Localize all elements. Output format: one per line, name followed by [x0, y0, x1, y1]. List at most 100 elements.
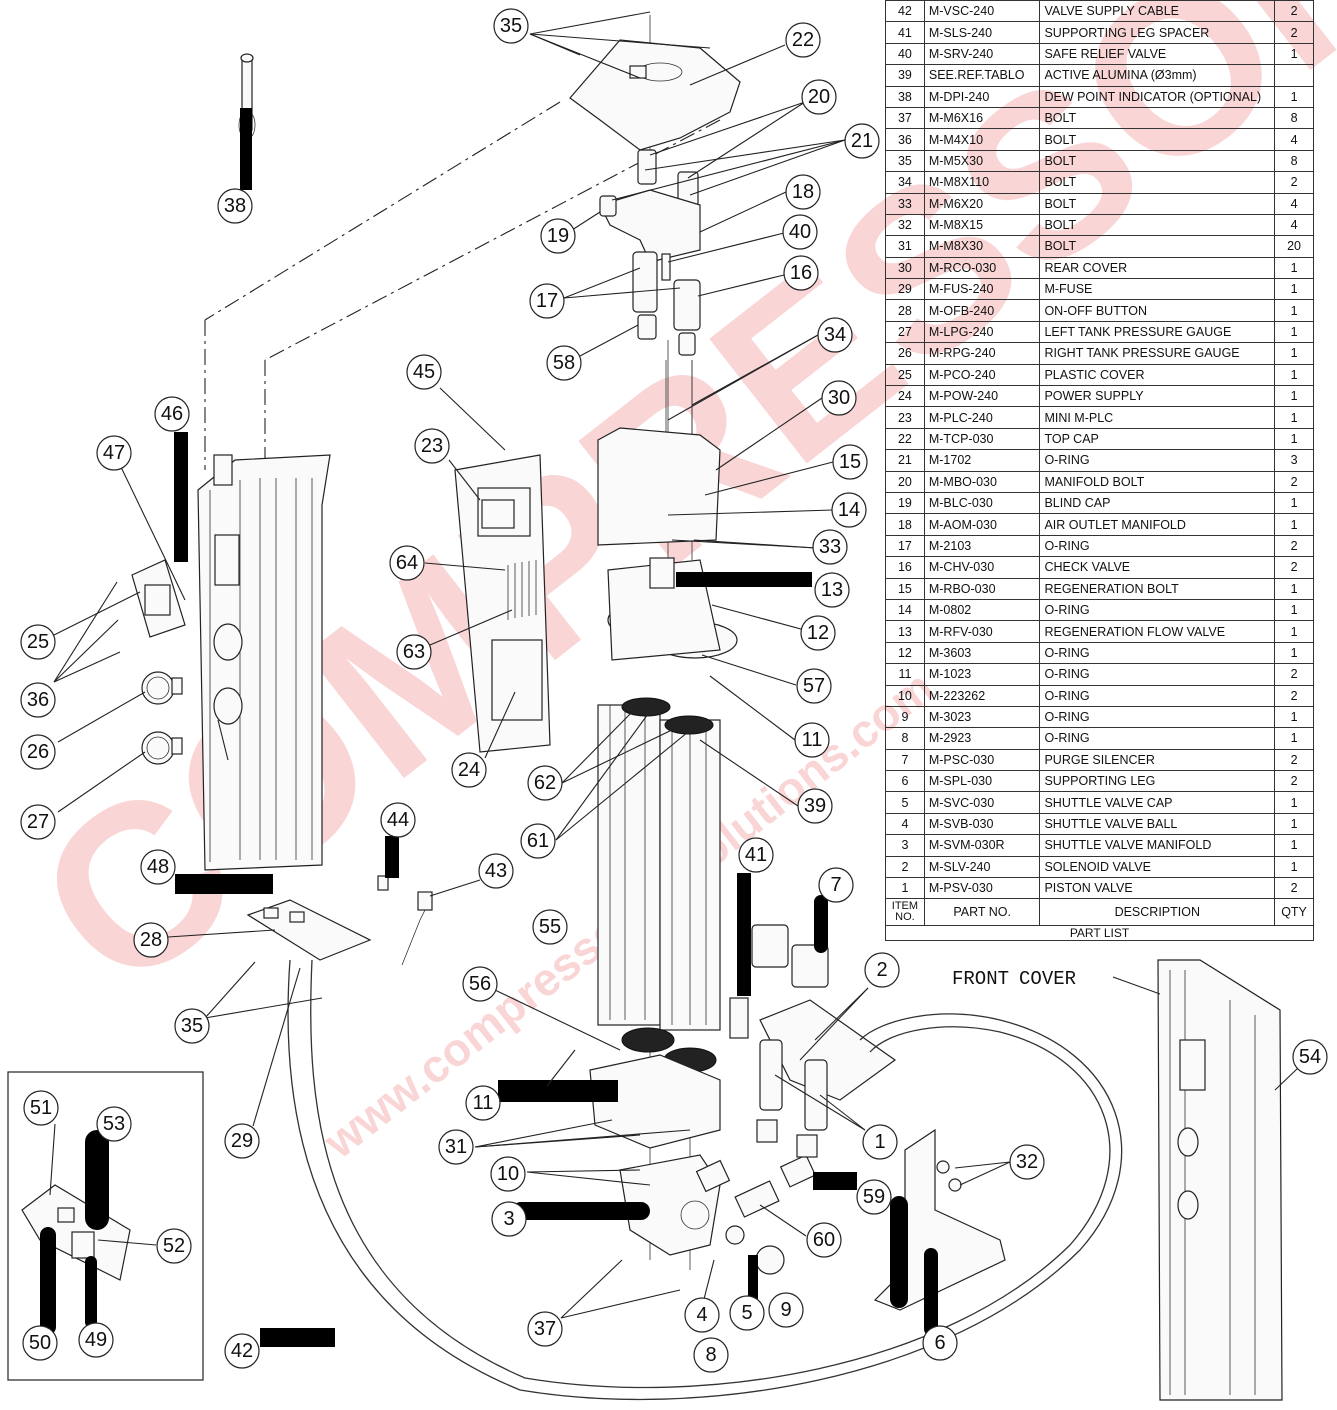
svg-text:55: 55 — [539, 916, 561, 938]
callout-8: 8 — [693, 1337, 729, 1373]
svg-text:46: 46 — [161, 403, 183, 425]
svg-text:18: 18 — [792, 181, 814, 203]
cell-description: O-RING — [1039, 449, 1276, 472]
svg-text:31: 31 — [445, 1136, 467, 1158]
cell-item-no: 33 — [885, 192, 925, 215]
cell-part-no: M-PCO-240 — [923, 363, 1041, 387]
cell-qty: 1 — [1274, 513, 1314, 536]
cell-part-no: M-RPG-240 — [923, 342, 1041, 365]
callout-43: 43 — [478, 853, 514, 889]
cell-part-no: M-RBO-030 — [923, 577, 1041, 600]
cell-item-no: 21 — [885, 449, 925, 472]
callout-62: 62 — [527, 765, 563, 801]
svg-text:59: 59 — [863, 1186, 885, 1208]
callout-34: 34 — [817, 317, 853, 353]
callout-17: 17 — [529, 283, 565, 319]
cell-part-no: M-DPI-240 — [923, 85, 1041, 108]
cell-description: SUPPORTING LEG SPACER — [1039, 21, 1276, 44]
svg-text:20: 20 — [808, 86, 830, 108]
callout-64: 64 — [389, 545, 425, 581]
svg-text:4: 4 — [696, 1304, 707, 1326]
callout-59: 59 — [856, 1179, 892, 1215]
callout-36: 36 — [20, 682, 56, 718]
svg-text:44: 44 — [387, 809, 409, 831]
cell-description: BOLT — [1039, 192, 1276, 215]
svg-text:42: 42 — [231, 1340, 253, 1362]
cell-qty: 1 — [1274, 705, 1314, 729]
svg-text:32: 32 — [1016, 1151, 1038, 1173]
svg-text:34: 34 — [824, 324, 846, 346]
callout-7: 7 — [818, 867, 854, 903]
callout-28: 28 — [133, 922, 169, 958]
callout-12: 12 — [800, 615, 836, 651]
svg-text:15: 15 — [839, 451, 861, 473]
cell-part-no: M-CHV-030 — [923, 556, 1041, 579]
cell-qty: 2 — [1274, 877, 1314, 900]
cell-description: BOLT — [1039, 128, 1276, 151]
callout-37: 37 — [527, 1311, 563, 1347]
svg-text:5: 5 — [741, 1302, 752, 1324]
cell-part-no: M-PSV-030 — [923, 877, 1041, 900]
cell-item-no: 3 — [885, 834, 925, 857]
callout-3: 3 — [491, 1201, 527, 1237]
cell-qty: 2 — [1274, 470, 1314, 493]
callout-47: 47 — [96, 435, 132, 471]
cell-item-no: 13 — [885, 620, 925, 643]
cell-qty: 2 — [1274, 556, 1314, 579]
svg-text:41: 41 — [745, 844, 767, 866]
svg-text:29: 29 — [231, 1130, 253, 1152]
cell-item-no: 2 — [885, 855, 925, 879]
callout-44: 44 — [380, 802, 416, 838]
cell-part-no: M-M8X15 — [923, 213, 1041, 237]
cell-description: O-RING — [1039, 727, 1276, 750]
callout-58: 58 — [546, 345, 582, 381]
cell-qty: 2 — [1274, 534, 1314, 558]
cell-description: REAR COVER — [1039, 256, 1276, 280]
callout-15: 15 — [832, 444, 868, 480]
callout-38: 38 — [217, 188, 253, 224]
cell-description: CHECK VALVE — [1039, 556, 1276, 579]
cell-item-no: 19 — [885, 491, 925, 515]
callout-46: 46 — [154, 396, 190, 432]
cell-qty: 1 — [1274, 855, 1314, 879]
callout-25: 25 — [20, 624, 56, 660]
svg-text:28: 28 — [140, 929, 162, 951]
cell-item-no: 28 — [885, 299, 925, 322]
svg-text:26: 26 — [27, 741, 49, 763]
cell-description: M-FUSE — [1039, 278, 1276, 301]
cell-item-no: 32 — [885, 213, 925, 237]
callout-55: 55 — [532, 909, 568, 945]
callout-48: 48 — [140, 849, 176, 885]
svg-text:16: 16 — [790, 262, 812, 284]
cell-item-no: 14 — [885, 598, 925, 622]
cell-description: AIR OUTLET MANIFOLD — [1039, 513, 1276, 536]
callout-20: 20 — [801, 79, 837, 115]
callout-11-upper: 11 — [794, 722, 830, 758]
callout-61: 61 — [520, 823, 556, 859]
cell-part-no: M-2103 — [923, 534, 1041, 558]
cell-part-no: M-SPL-030 — [923, 770, 1041, 793]
callout-41: 41 — [738, 837, 774, 873]
cell-description: SAFE RELIEF VALVE — [1039, 42, 1276, 66]
callout-54: 54 — [1292, 1039, 1328, 1075]
cell-description: SOLENOID VALVE — [1039, 855, 1276, 879]
cell-description: O-RING — [1039, 534, 1276, 558]
cell-part-no: M-RCO-030 — [923, 256, 1041, 280]
parts-list-footer: ITEM NO. PART NO. DESCRIPTION QTY PART L… — [885, 898, 1314, 942]
callout-4: 4 — [684, 1297, 720, 1333]
cell-part-no: M-1023 — [923, 663, 1041, 686]
svg-text:9: 9 — [780, 1299, 791, 1321]
svg-text:49: 49 — [85, 1329, 107, 1351]
callout-2: 2 — [864, 952, 900, 988]
callout-56: 56 — [462, 966, 498, 1002]
callout-49: 49 — [78, 1322, 114, 1358]
